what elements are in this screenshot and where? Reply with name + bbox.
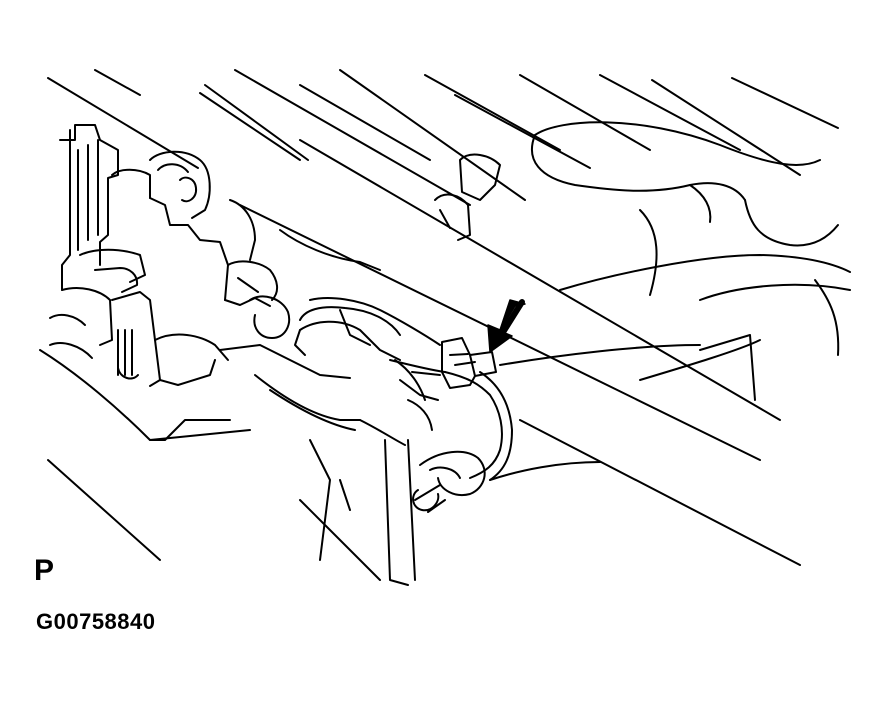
radiator-support xyxy=(39,199,441,586)
fender-panel xyxy=(530,121,851,401)
cable-clip xyxy=(441,337,497,389)
hood-stop-bracket xyxy=(434,153,501,241)
hood-latch-assembly xyxy=(49,124,291,387)
latch-housing xyxy=(294,306,441,401)
view-label: P xyxy=(34,554,55,587)
pointer-arrow xyxy=(487,299,526,353)
background-contour-lines xyxy=(47,69,839,566)
figure-code: G00758840 xyxy=(36,609,156,634)
release-cable xyxy=(389,344,701,513)
